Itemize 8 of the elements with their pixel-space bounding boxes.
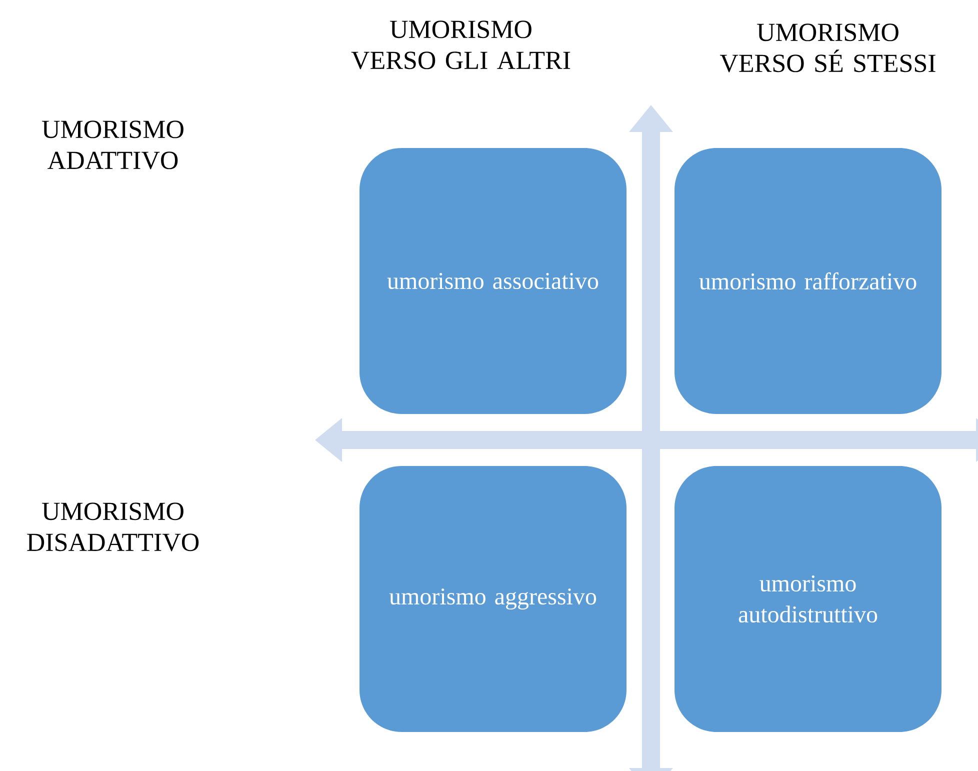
quadrant-box: umorismo autodistruttivo (674, 466, 942, 732)
quadrant-box: umorismo aggressivo (360, 466, 626, 732)
axis-label: UMORISMO VERSO SÉ STESSI (720, 24, 936, 72)
quadrant-box: umorismo associativo (360, 148, 626, 414)
axis-label: UMORISMO VERSO GLI ALTRI (351, 20, 570, 70)
quadrant-box: umorismo rafforzativo (674, 148, 942, 414)
axis-label: UMORISMO ADATTIVO (42, 120, 184, 170)
axis-label: UMORISMO DISADATTIVO (27, 502, 199, 552)
